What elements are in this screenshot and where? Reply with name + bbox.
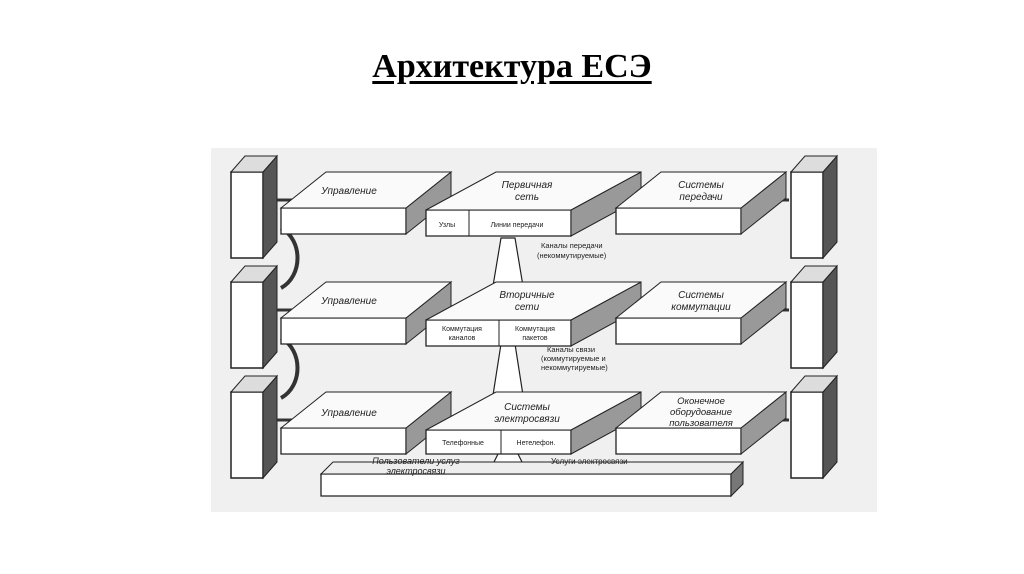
channels-1-line-1: Каналы передачи bbox=[541, 241, 603, 250]
center-cell-1a: Узлы bbox=[439, 222, 455, 229]
center-cell-1b: Линии передачи bbox=[491, 222, 544, 229]
center-label-2a: Вторичные bbox=[499, 290, 555, 301]
control-slab-2 bbox=[279, 280, 453, 346]
users-label-2: электросвязи bbox=[386, 466, 445, 476]
side-label-2a: Системы bbox=[678, 290, 724, 301]
center-cell-3a: Телефонные bbox=[442, 440, 484, 447]
services-label: Услуги электросвязи bbox=[551, 457, 628, 466]
left-pillar-2 bbox=[229, 264, 279, 370]
feedback-arrow-1 bbox=[279, 226, 300, 290]
center-cell-2a-2: каналов bbox=[449, 335, 476, 342]
right-pillar-1 bbox=[789, 154, 839, 260]
side-slab-2 bbox=[614, 280, 788, 346]
center-label-2b: сети bbox=[515, 302, 540, 313]
side-label-1a: Системы bbox=[678, 180, 724, 191]
channels-2-line-3: некоммутируемые) bbox=[541, 363, 608, 372]
center-label-1a: Первичная bbox=[502, 180, 553, 191]
center-cell-2b-2: пакетов bbox=[522, 335, 548, 342]
center-cell-2a-1: Коммутация bbox=[442, 326, 482, 333]
slide-title: Архитектура ЕСЭ bbox=[372, 48, 652, 85]
side-label-1b: передачи bbox=[679, 192, 723, 203]
left-pillar-3 bbox=[229, 374, 279, 480]
side-label-2b: коммутации bbox=[671, 302, 731, 313]
side-label-3c: пользователя bbox=[669, 418, 733, 429]
control-slab-3 bbox=[279, 390, 453, 456]
center-cell-3b: Нетелефон. bbox=[517, 440, 556, 447]
center-label-1b: сеть bbox=[515, 192, 539, 203]
side-slab-1 bbox=[614, 170, 788, 236]
users-label-1: Пользователи услуг bbox=[372, 456, 460, 466]
diagram-canvas: Управление Первичная сеть Узлы Линии пер… bbox=[229, 154, 839, 498]
channels-1-line-2: (некоммутируемые) bbox=[537, 251, 607, 260]
feedback-arrow-2 bbox=[279, 336, 300, 400]
left-pillar-1 bbox=[229, 154, 279, 260]
side-label-3a: Оконечное bbox=[677, 396, 725, 407]
architecture-diagram: Управление Первичная сеть Узлы Линии пер… bbox=[211, 148, 877, 512]
right-pillar-2 bbox=[789, 264, 839, 370]
control-label-1: Управление bbox=[320, 186, 377, 197]
center-slab-1 bbox=[425, 171, 642, 237]
control-label-2: Управление bbox=[320, 296, 377, 307]
center-label-3b: электросвязи bbox=[494, 414, 560, 425]
channels-2-line-2: (коммутируемые и bbox=[541, 354, 606, 363]
side-label-3b: оборудование bbox=[670, 407, 732, 418]
bottom-platform bbox=[319, 460, 745, 498]
center-slab-3 bbox=[425, 391, 642, 455]
center-slab-2 bbox=[425, 281, 642, 347]
control-label-3: Управление bbox=[320, 408, 377, 419]
channels-2-line-1: Каналы связи bbox=[547, 345, 595, 354]
side-slab-3 bbox=[614, 390, 788, 456]
center-cell-2b-1: Коммутация bbox=[515, 326, 555, 333]
right-pillar-3 bbox=[789, 374, 839, 480]
center-label-3a: Системы bbox=[504, 402, 550, 413]
